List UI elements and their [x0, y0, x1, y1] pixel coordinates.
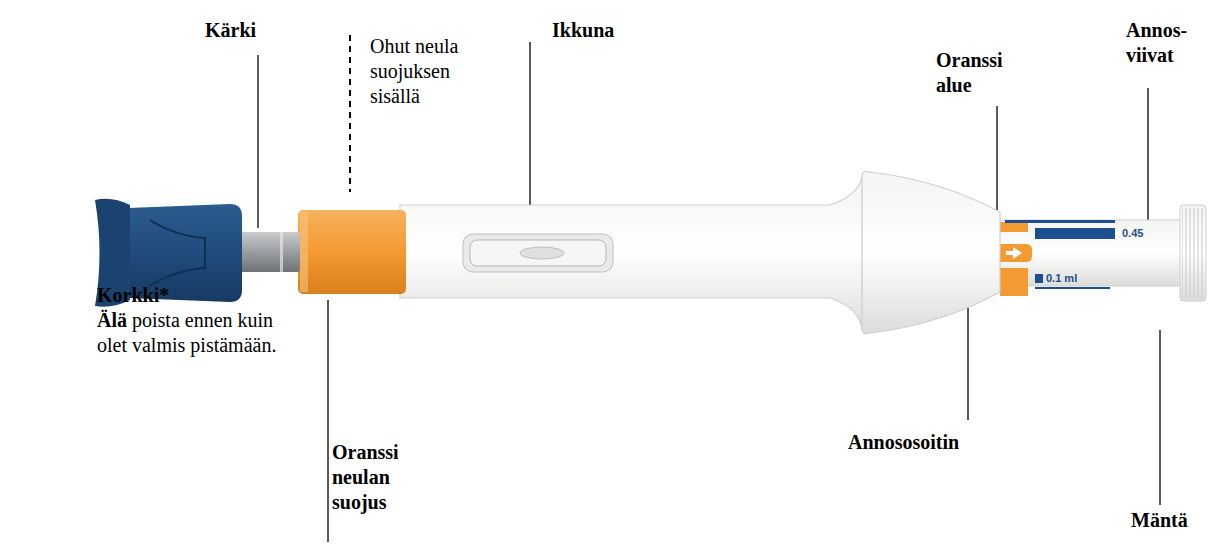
part-label: Oranssi neulan suojus — [332, 440, 442, 515]
warning-note: Älä poista ennen kuin olet valmis pistäm… — [97, 308, 297, 358]
part-label: Annososoitin — [848, 430, 1038, 455]
leader-lines — [108, 35, 1160, 542]
scale-number: 0.45 — [1122, 227, 1172, 240]
part-label: Ikkuna — [552, 18, 672, 43]
part-label: Kärki — [205, 18, 315, 43]
part-label: Mäntä — [1131, 508, 1207, 533]
warning-text: Älä — [97, 309, 127, 331]
scale-number: 0.1 ml — [1046, 272, 1106, 285]
note-label: Ohut neula suojuksen sisällä — [370, 34, 480, 109]
part-label: Annos- viivat — [1126, 18, 1198, 68]
part-label: Oranssi alue — [936, 48, 1021, 98]
part-label: Korkki* — [97, 283, 297, 308]
